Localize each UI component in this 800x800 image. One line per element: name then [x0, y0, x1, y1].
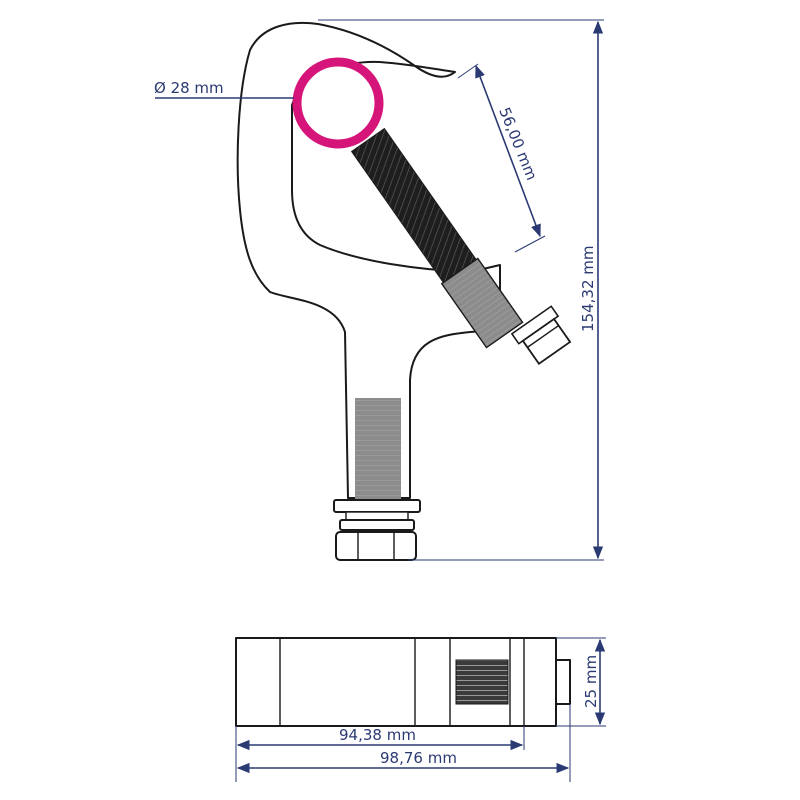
height-dimension: 154,32 mm: [318, 19, 604, 561]
vertical-bolt-thread: [355, 398, 401, 500]
diameter-label: Ø 28 mm: [154, 79, 224, 97]
thickness-dimension: 25 mm: [556, 637, 606, 727]
hook-clamp-front-view: [236, 21, 572, 561]
angled-bolt-nut: [510, 305, 572, 366]
clamp-body: [236, 21, 501, 499]
outer-width-dimension: 98,76 mm: [236, 704, 571, 782]
inner-width-label: 94,38 mm: [339, 726, 416, 744]
height-label: 154,32 mm: [579, 246, 597, 332]
thickness-label: 25 mm: [582, 655, 600, 708]
angled-bolt-shank: [440, 257, 524, 349]
inner-width-dimension: 94,38 mm: [235, 726, 525, 782]
bottom-nut-assembly: [333, 499, 421, 561]
bolt-length-dimension: 56,00 mm: [457, 63, 546, 253]
side-bolt-thread: [455, 659, 509, 705]
clamp-side-view: [235, 637, 571, 727]
diameter-dimension: Ø 28 mm: [154, 79, 294, 99]
outer-width-label: 98,76 mm: [380, 749, 457, 767]
ring-opening: [292, 57, 384, 149]
bolt-length-label: 56,00 mm: [495, 105, 541, 183]
side-nut: [555, 659, 571, 705]
angled-bolt: [350, 127, 524, 349]
